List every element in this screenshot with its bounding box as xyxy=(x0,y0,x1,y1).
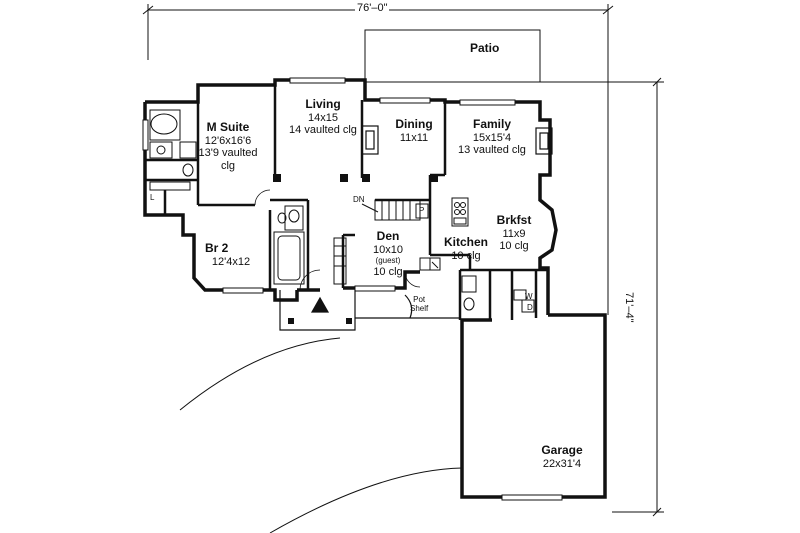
pot-shelf-line-2: Shelf xyxy=(410,304,429,314)
room-dining-name: Dining xyxy=(395,117,433,131)
room-family-name: Family xyxy=(472,117,511,131)
fireplaces xyxy=(361,125,553,155)
stairs xyxy=(361,199,429,221)
den-closet xyxy=(333,237,347,285)
room-breakfast-ceiling: 10 clg xyxy=(499,240,529,253)
tub xyxy=(150,113,178,135)
room-garage-name: Garage xyxy=(541,443,583,457)
windows xyxy=(142,77,563,501)
room-den-name: Den xyxy=(376,229,400,243)
patio-outline xyxy=(364,29,541,83)
room-bedroom-2: Br 2 12'4x12 xyxy=(205,241,257,268)
linen-label: L xyxy=(150,193,155,202)
room-master-suite-size: 12'6x16'6 xyxy=(204,134,252,147)
room-den-ceiling: 10 clg xyxy=(373,265,403,278)
room-living-name: Living xyxy=(305,97,341,111)
hall-bath xyxy=(273,205,305,285)
kitchen-fixtures xyxy=(419,197,535,313)
room-kitchen: Kitchen 10 clg xyxy=(440,235,492,262)
pot-shelf-line-1: Pot xyxy=(413,295,426,304)
room-family: Family 15x15'4 13 vaulted clg xyxy=(452,117,532,157)
stair-down-label: DN xyxy=(353,195,365,204)
room-bedroom-2-name: Br 2 xyxy=(205,241,229,255)
room-living-ceiling: 14 vaulted clg xyxy=(289,124,357,137)
room-family-size: 15x15'4 xyxy=(472,131,512,144)
living-fireplace xyxy=(361,125,379,155)
walkway-curve xyxy=(179,337,341,411)
family-fireplace xyxy=(535,127,553,155)
room-kitchen-ceiling: 10 clg xyxy=(451,249,481,262)
room-living-size: 14x15 xyxy=(308,111,338,124)
room-den: Den 10x10 (guest) 10 clg xyxy=(362,229,414,278)
overall-depth-label: 71'–4" xyxy=(623,290,635,325)
washer-label: W xyxy=(525,292,533,301)
room-breakfast: Brkfst 11x9 10 clg xyxy=(490,213,538,253)
overall-width-label: 76'–0" xyxy=(355,2,390,14)
door-swings xyxy=(254,189,421,291)
room-breakfast-size: 11x9 xyxy=(502,227,526,240)
room-label-patio: Patio xyxy=(470,41,500,55)
room-master-suite-ceiling-2: clg xyxy=(220,160,236,173)
room-bedroom-2-size: 12'4x12 xyxy=(211,255,251,268)
room-den-size: 10x10 xyxy=(373,243,403,256)
room-master-suite-name: M Suite xyxy=(206,120,250,134)
driveway-curve xyxy=(269,467,463,533)
columns xyxy=(273,174,438,324)
room-dining-size: 11x11 xyxy=(399,131,429,144)
room-breakfast-name: Brkfst xyxy=(496,213,532,227)
room-dining: Dining 11x11 xyxy=(386,117,442,144)
room-master-suite-ceiling: 13'9 vaulted xyxy=(198,147,258,160)
front-porch xyxy=(279,290,460,331)
room-den-guest: (guest) xyxy=(375,256,401,266)
range xyxy=(451,197,469,227)
room-family-ceiling: 13 vaulted clg xyxy=(458,144,526,157)
room-kitchen-name: Kitchen xyxy=(443,235,488,249)
room-living: Living 14x15 14 vaulted clg xyxy=(283,97,363,137)
room-garage: Garage 22x31'4 xyxy=(530,443,594,470)
pot-shelf-label: Pot Shelf xyxy=(410,295,428,313)
entry-arrow-icon xyxy=(310,296,330,313)
room-garage-size: 22x31'4 xyxy=(542,457,582,470)
pantry-label: P xyxy=(419,206,425,215)
room-master-suite: M Suite 12'6x16'6 13'9 vaulted clg xyxy=(196,120,260,173)
master-bath xyxy=(149,109,197,191)
dryer-label: D xyxy=(527,303,533,312)
